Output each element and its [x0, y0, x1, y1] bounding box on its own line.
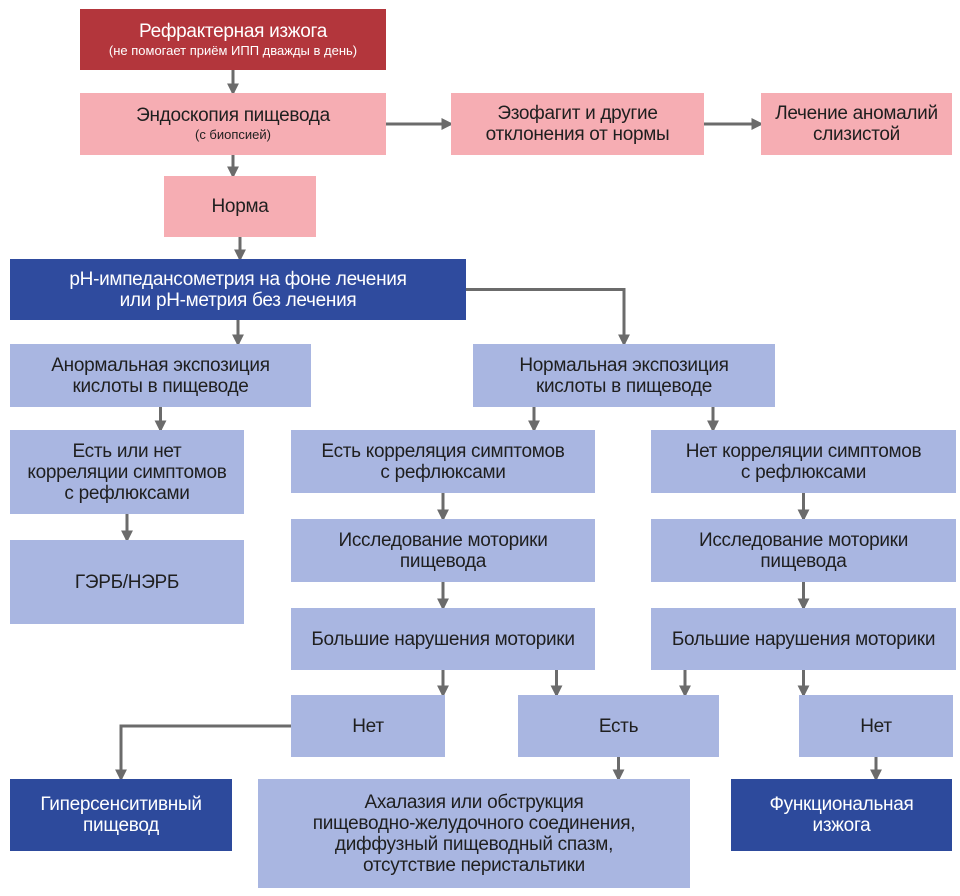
node-refractory-heartburn: Рефрактерная изжога (не помогает приём И… [80, 9, 386, 70]
node-gerd-nerd: ГЭРБ/НЭРБ [10, 540, 244, 624]
node-correlation-no: Нет корреляции симптомов с рефлюксами [651, 430, 956, 493]
node-title: Эндоскопия пищевода [136, 105, 330, 126]
connector-no_left-to-hypersensitive [115, 724, 291, 782]
node-abnormal-acid-exposure: Анормальная экспозиция кислоты в пищевод… [10, 344, 311, 407]
node-mucosa-treatment: Лечение аномалий слизистой [761, 93, 952, 155]
node-correlation-any: Есть или нет корреляции симптомов с рефл… [10, 430, 244, 514]
connector-ph_test-to-normal [466, 288, 630, 347]
node-normal-acid-exposure: Нормальная экспозиция кислоты в пищеводе [473, 344, 775, 407]
node-functional-heartburn: Функциональная изжога [731, 779, 952, 851]
node-norm: Норма [164, 176, 316, 237]
node-no-right: Нет [799, 695, 953, 757]
node-major-motility-disorders-right: Большие нарушения моторики [651, 608, 956, 670]
node-subtitle: (не помогает приём ИПП дважды в день) [108, 42, 358, 58]
node-achalasia-outcomes: Ахалазия или обструкция пищеводно-желудо… [258, 779, 690, 888]
node-motility-study-right: Исследование моторики пищевода [651, 519, 956, 582]
node-subtitle: (с биопсией) [194, 127, 271, 142]
node-yes: Есть [518, 695, 719, 757]
node-major-motility-disorders-left: Большие нарушения моторики [291, 608, 595, 670]
node-title: Рефрактерная изжога [139, 20, 327, 42]
node-esophagitis: Эзофагит и другие отклонения от нормы [451, 93, 704, 155]
node-ph-impedance: pH-импедансометрия на фоне лечения или p… [10, 259, 466, 320]
node-motility-study-left: Исследование моторики пищевода [291, 519, 595, 582]
node-no-left: Нет [291, 695, 445, 757]
node-correlation-yes: Есть корреляция симптомов с рефлюксами [291, 430, 595, 493]
node-endoscopy: Эндоскопия пищевода (с биопсией) [80, 93, 386, 155]
node-hypersensitive-esophagus: Гиперсенситивный пищевод [10, 779, 232, 851]
